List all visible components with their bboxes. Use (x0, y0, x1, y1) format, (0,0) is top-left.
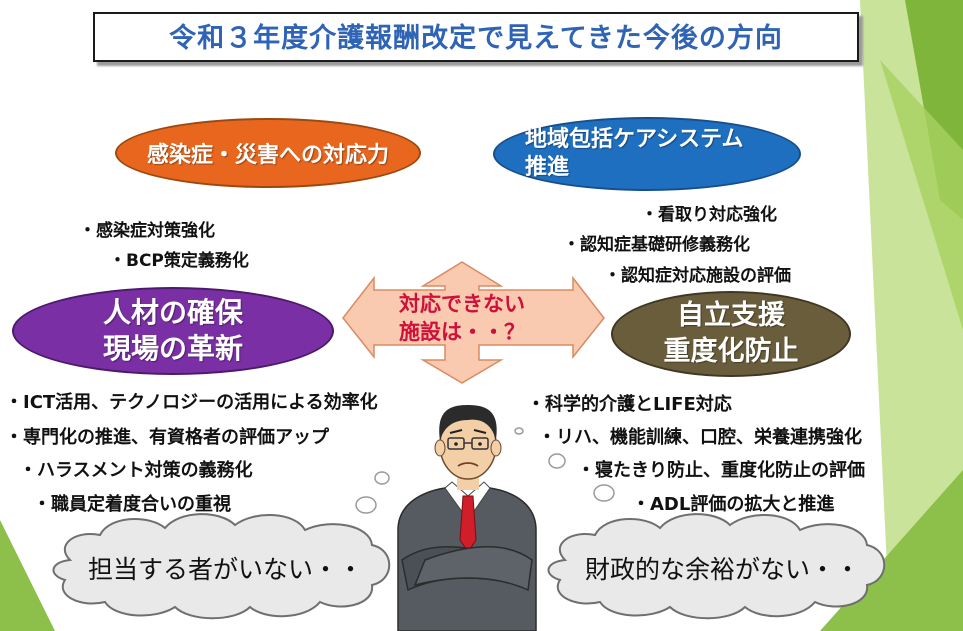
cloud-right-shape (547, 513, 886, 620)
topic-community-oval: 地域包括ケアシステム 推進 (493, 117, 801, 191)
four-way-arrow (342, 261, 605, 384)
community-item-2: ・認知症基礎研修義務化 (563, 235, 750, 255)
green-decor-left (0, 520, 55, 631)
cloud-right-text: 財政的な余裕がない・・ (585, 555, 861, 584)
center-question-line2: 施設は・・？ (399, 320, 525, 344)
topic-community-line1: 地域包括ケアシステム (525, 127, 744, 152)
topic-staff-oval: 人材の確保 現場の革新 (12, 287, 334, 375)
green-decor-stripe (880, 60, 963, 330)
topic-community-line2: 推進 (525, 155, 570, 180)
infection-item-1: ・感染症対策強化 (79, 221, 215, 241)
staff-item-1: ・ICT活用、テクノロジーの活用による効率化 (5, 392, 378, 413)
center-question-line1: 対応できない (399, 292, 525, 316)
staff-item-2: ・専門化の推進、有資格者の評価アップ (5, 427, 329, 448)
topic-infection-label: 感染症・災害への対応力 (146, 143, 389, 168)
topic-staff-line2: 現場の革新 (102, 332, 243, 365)
center-question: 対応できない 施設は・・？ (376, 290, 548, 346)
staff-item-3: ・ハラスメント対策の義務化 (19, 460, 253, 481)
community-item-3: ・認知症対応施設の評価 (604, 266, 791, 286)
topic-independence-oval: 自立支援 重度化防止 (611, 291, 851, 377)
topic-independence-line2: 重度化防止 (663, 336, 799, 367)
page-title: 令和３年度介護報酬改定で見えてきた今後の方向 (93, 12, 859, 62)
staff-item-4: ・職員定着度合いの重視 (33, 494, 231, 515)
community-item-1: ・看取り対応強化 (641, 205, 777, 225)
infection-item-2: ・BCP策定義務化 (109, 251, 249, 271)
cloud-left-text: 担当する者がいない・・ (88, 555, 364, 584)
worried-man-figure (397, 405, 537, 631)
cloud-left-shape (52, 513, 391, 620)
thought-bubble-dots (355, 427, 615, 514)
independence-item-1: ・科学的介護とLIFE対応 (527, 394, 732, 415)
topic-infection-oval: 感染症・災害への対応力 (115, 118, 421, 188)
independence-item-4: ・ADL評価の拡大と推進 (632, 494, 835, 515)
topic-staff-line1: 人材の確保 (102, 296, 243, 329)
independence-item-3: ・寝たきり防止、重度化防止の評価 (577, 460, 865, 481)
independence-item-2: ・リハ、機能訓練、口腔、栄養連携強化 (538, 427, 862, 448)
topic-independence-line1: 自立支援 (677, 300, 785, 331)
